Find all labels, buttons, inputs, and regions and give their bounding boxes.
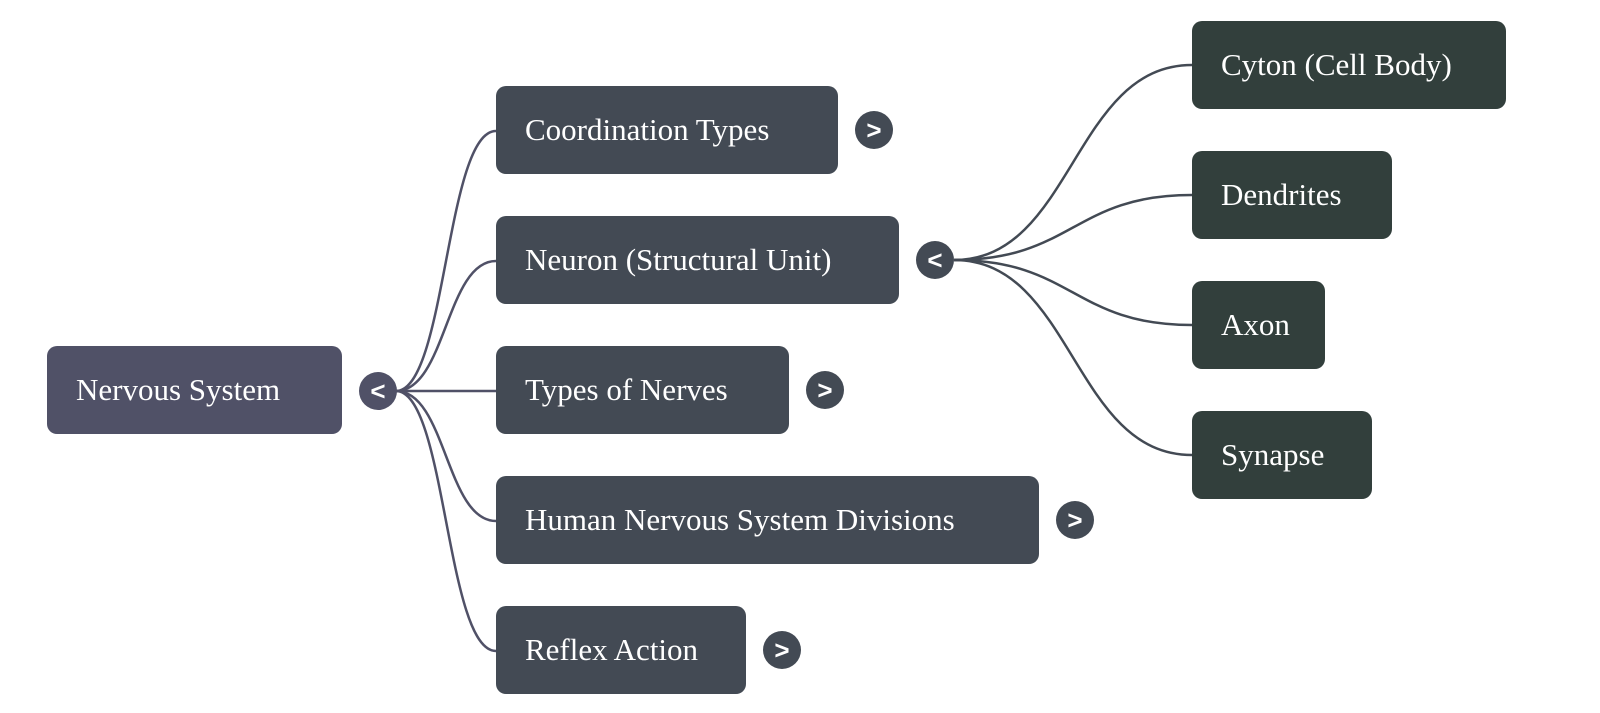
node-axon[interactable]: Axon bbox=[1192, 281, 1325, 369]
node-types-of-nerves[interactable]: Types of Nerves bbox=[496, 346, 789, 434]
expand-toggle-icon[interactable]: > bbox=[855, 111, 893, 149]
expand-toggle-icon[interactable]: > bbox=[763, 631, 801, 669]
expand-toggle-icon[interactable]: > bbox=[806, 371, 844, 409]
link-root-to-child-4 bbox=[395, 389, 497, 653]
node-label: Neuron (Structural Unit) bbox=[525, 242, 832, 277]
node-label: Cyton (Cell Body) bbox=[1221, 47, 1452, 82]
link-root-to-child-3 bbox=[395, 389, 497, 523]
link-neuron-to-child-1 bbox=[953, 193, 1193, 262]
node-reflex-action[interactable]: Reflex Action bbox=[496, 606, 746, 694]
node-label: Human Nervous System Divisions bbox=[525, 502, 955, 537]
link-neuron-to-child-3 bbox=[953, 258, 1193, 457]
node-dendrites[interactable]: Dendrites bbox=[1192, 151, 1392, 239]
node-label: Dendrites bbox=[1221, 177, 1342, 212]
node-label: Axon bbox=[1221, 307, 1290, 342]
node-cyton[interactable]: Cyton (Cell Body) bbox=[1192, 21, 1506, 109]
collapse-toggle-icon[interactable]: < bbox=[359, 372, 397, 410]
node-neuron[interactable]: Neuron (Structural Unit) bbox=[496, 216, 899, 304]
root-node-label: Nervous System bbox=[76, 372, 281, 407]
node-coordination-types[interactable]: Coordination Types bbox=[496, 86, 838, 174]
node-label: Coordination Types bbox=[525, 112, 770, 147]
link-neuron-to-child-2 bbox=[953, 258, 1193, 327]
link-neuron-to-child-0 bbox=[953, 63, 1193, 262]
root-node[interactable]: Nervous System bbox=[47, 346, 342, 434]
link-root-to-child-0 bbox=[395, 129, 497, 393]
collapse-toggle-icon[interactable]: < bbox=[916, 241, 954, 279]
node-human-nervous-system-divisions[interactable]: Human Nervous System Divisions bbox=[496, 476, 1039, 564]
node-synapse[interactable]: Synapse bbox=[1192, 411, 1372, 499]
node-label: Reflex Action bbox=[525, 632, 699, 667]
node-label: Synapse bbox=[1221, 437, 1325, 472]
expand-toggle-icon[interactable]: > bbox=[1056, 501, 1094, 539]
node-label: Types of Nerves bbox=[525, 372, 728, 407]
link-root-to-child-1 bbox=[395, 259, 497, 393]
